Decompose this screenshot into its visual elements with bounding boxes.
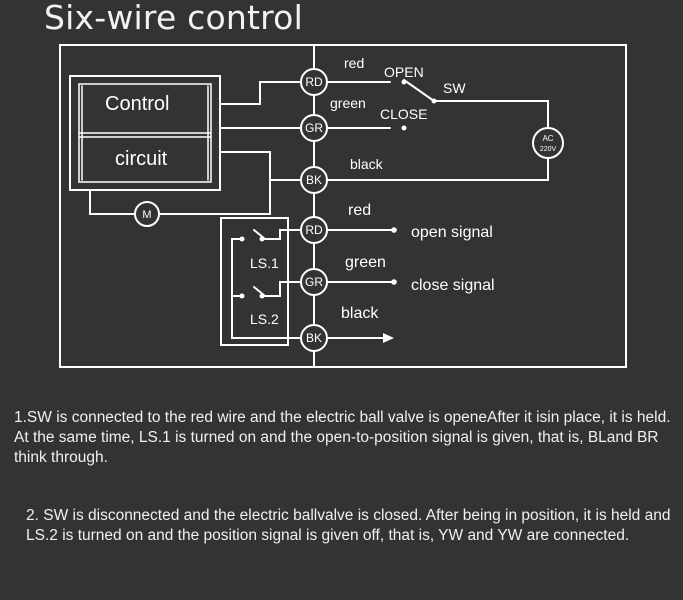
terminal-label: RD: [305, 75, 323, 89]
ls1-label: LS.1: [250, 255, 279, 271]
terminal-label: BK: [306, 173, 322, 187]
diagram-title: Six-wire control: [44, 0, 303, 37]
terminal-rd-bottom: [300, 216, 328, 244]
wire-label-red-bottom: red: [348, 202, 371, 219]
control-label: Control: [105, 93, 169, 115]
motor-icon: [134, 201, 160, 227]
ac-label-bottom: 220V: [540, 146, 557, 153]
wire-sw-to-ac: [433, 100, 549, 129]
wire-control-bk: [219, 151, 302, 181]
ac-source-icon: [532, 127, 564, 159]
explanation-note-1: 1.SW is connected to the red wire and th…: [14, 409, 671, 466]
wire-label-black-bottom: black: [341, 305, 379, 322]
switch-open-label: OPEN: [384, 64, 424, 80]
motor-label: M: [142, 209, 151, 221]
terminal-gr-top: [300, 114, 328, 142]
terminal-label: GR: [305, 121, 323, 135]
wire-label-green-bottom: green: [345, 254, 386, 271]
close-signal-label: close signal: [411, 277, 495, 294]
circuit-label: circuit: [115, 148, 168, 170]
switch-lever: [403, 79, 435, 102]
terminal-label: GR: [305, 275, 323, 289]
wire-label-red-top: red: [344, 55, 364, 71]
ac-label-top: AC: [542, 134, 553, 143]
open-signal-label: open signal: [411, 224, 493, 241]
terminal-rd-top: [300, 68, 328, 96]
terminal-label: BK: [306, 331, 322, 345]
ls2-label: LS.2: [250, 311, 279, 327]
enclosure-outline: [59, 44, 627, 368]
control-circuit-box: [69, 75, 221, 191]
terminal-bk-bottom: [300, 324, 328, 352]
explanation-note-2: 2. SW is disconnected and the electric b…: [26, 507, 671, 544]
wire-control-rd: [219, 81, 302, 105]
wire-bk-to-ac: [326, 157, 549, 181]
terminal-bk-top: [300, 166, 328, 194]
terminal-gr-bottom: [300, 268, 328, 296]
switch-close-label: CLOSE: [380, 106, 427, 122]
switch-sw-label: SW: [443, 80, 466, 96]
wire-label-green-top: green: [330, 95, 366, 111]
wiring-diagram: RD GR BK RD GR BK M AC 220V Control circ…: [59, 44, 627, 368]
arrow-head-icon: [383, 333, 394, 343]
terminal-label: RD: [305, 223, 323, 237]
motor-wire-loop: [89, 189, 136, 215]
wire-label-black-top: black: [350, 156, 384, 172]
